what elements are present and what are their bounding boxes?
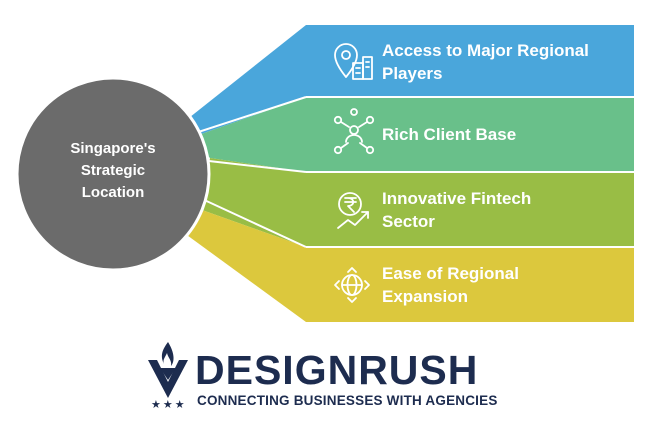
band-label-line: Ease of Regional xyxy=(382,264,519,283)
band-label-3: Innovative Fintech Sector xyxy=(382,187,531,233)
band-label-line: Access to Major Regional xyxy=(382,41,589,60)
band-label-1: Access to Major Regional Players xyxy=(382,39,589,85)
band-label-line: Innovative Fintech xyxy=(382,189,532,208)
band-label-line: Sector xyxy=(382,212,435,231)
rupee-growth-icon xyxy=(337,192,369,229)
band-1 xyxy=(306,25,634,97)
band-label-line: Players xyxy=(382,64,443,83)
center-label-line: Location xyxy=(81,184,145,201)
band-label-line: Rich Client Base xyxy=(382,125,517,144)
globe-arrows-icon xyxy=(334,267,370,303)
band-label-4: Ease of Regional Expansion xyxy=(382,262,519,308)
brand-name: DESIGNRUSH xyxy=(195,347,479,393)
brand-tagline: CONNECTING BUSINESSES WITH AGENCIES xyxy=(197,393,498,408)
connector-band-2 xyxy=(190,97,306,172)
center-circle xyxy=(15,76,211,272)
rating-stars: ★★★ xyxy=(151,399,187,411)
network-people-icon xyxy=(333,108,375,155)
band-label-2: Rich Client Base xyxy=(382,123,516,146)
band-2 xyxy=(306,97,634,172)
designrush-logo: ★★★ DESIGNRUSH CONNECTING BUSINESSES WIT… xyxy=(145,340,505,420)
center-label-line: Strategic xyxy=(80,162,146,179)
connector-band-4 xyxy=(180,210,306,322)
designrush-mark-icon xyxy=(148,342,188,398)
center-label-line: Singapore's xyxy=(70,140,156,157)
band-label-line: Expansion xyxy=(382,287,468,306)
band-3 xyxy=(306,172,634,247)
connector-band-3 xyxy=(202,158,306,247)
center-label: Singapore's Strategic Location xyxy=(38,138,188,204)
connector-band-1 xyxy=(180,25,306,138)
location-building-icon xyxy=(334,43,373,80)
